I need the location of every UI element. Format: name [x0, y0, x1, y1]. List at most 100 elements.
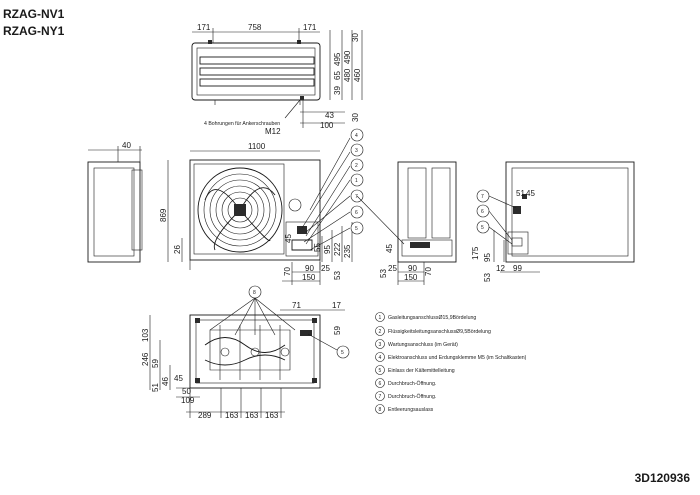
- top-right-dim-39: 39: [333, 86, 342, 95]
- legend-text-1: GasleitungsanschlussØ15,9Bördelung: [388, 315, 476, 321]
- back-dim-12: 12: [496, 264, 505, 273]
- bottom-dim-59: 59: [333, 326, 342, 335]
- hole-note: 4 Bohrungen für Ankerschrauben: [204, 121, 280, 127]
- top-right-dim-460: 460: [353, 68, 362, 82]
- below-dim-100: 100: [320, 121, 334, 130]
- legend-text-2: FlüssigkeitsleitungsanschlussØ9,5Bördelu…: [388, 329, 491, 335]
- back-dim-95: 95: [483, 253, 492, 262]
- legend-num-7: 7: [379, 394, 382, 400]
- legend-item-1: 1 GasleitungsanschlussØ15,9Bördelung: [375, 312, 476, 322]
- bottom-dim-59b: 59: [151, 359, 160, 368]
- right-dim-70: 70: [424, 267, 433, 276]
- model-name-2: RZAG-NY1: [3, 24, 65, 38]
- front-callout-4: 4: [355, 133, 358, 139]
- legend-text-8: Entleerungsauslass: [388, 407, 434, 413]
- front-bottom-53: 53: [333, 271, 342, 280]
- legend-text-5: Einlass der Kältemittelleitung: [388, 368, 455, 374]
- right-dim-90: 90: [408, 264, 417, 273]
- legend-item-2: 2 FlüssigkeitsleitungsanschlussØ9,5Börde…: [375, 326, 491, 336]
- fan-grille: [197, 167, 283, 253]
- back-dim-175: 175: [471, 246, 480, 260]
- legend-text-4: Elektroanschluss und Erdungsklemme M5 (i…: [388, 355, 527, 361]
- legend-num-2: 2: [379, 329, 382, 335]
- legend-num-1: 1: [379, 315, 382, 321]
- right-dim-25: 25: [388, 264, 397, 273]
- bottom-callout-8: 8: [253, 290, 256, 296]
- bottom-dim-17: 17: [332, 301, 341, 310]
- legend-item-7: 7 Durchbruch-Öffnung.: [375, 391, 436, 401]
- top-dim-2: 758: [248, 23, 262, 32]
- front-view: 1100 869 26 45 55 95 222 235 70 90 150 2…: [159, 128, 364, 285]
- legend-num-8: 8: [379, 407, 382, 413]
- front-dim-235: 235: [343, 244, 352, 258]
- right-dim-45: 45: [385, 244, 394, 253]
- legend-item-3: 3 Wartungsanschluss (im Gerät): [375, 339, 458, 349]
- legend-text-3: Wartungsanschluss (im Gerät): [388, 342, 458, 348]
- front-callout-1: 1: [355, 178, 358, 184]
- bottom-dim-45: 45: [174, 374, 183, 383]
- legend-num-5: 5: [379, 368, 382, 374]
- bottom-dim-163b: 163: [245, 411, 259, 420]
- bottom-dim-71: 71: [292, 301, 301, 310]
- right-dim-150: 150: [404, 273, 418, 282]
- front-dim-95: 95: [323, 245, 332, 254]
- top-right-dim-490: 490: [343, 50, 352, 64]
- front-bottom-150: 150: [302, 273, 316, 282]
- bottom-dim-109: 109: [181, 396, 195, 405]
- back-dim-99: 99: [513, 264, 522, 273]
- top-right-dim-495: 495: [333, 52, 342, 66]
- front-left-26: 26: [173, 245, 182, 254]
- top-view: 171 758 171 30 39 65 495 480 490 460 43 …: [191, 23, 363, 136]
- front-height: 869: [159, 208, 168, 222]
- front-callouts: 4 3 2 1 7 6 5: [301, 128, 364, 251]
- legend-text-7: Durchbruch-Öffnung.: [388, 393, 436, 400]
- document-number: 3D120936: [634, 471, 690, 485]
- bottom-dim-51: 51: [151, 383, 160, 392]
- back-view: 7 6 5 51 45 175 95 53 12 99: [471, 161, 635, 282]
- left-side-view: 40: [87, 141, 143, 263]
- front-bottom-90: 90: [305, 264, 314, 273]
- bottom-view: 8 5 71 17 59 103 246 59 51 46 45 50 109 …: [141, 285, 350, 420]
- legend-item-5: 5 Einlass der Kältemittelleitung: [375, 365, 455, 375]
- front-dim-222: 222: [333, 242, 342, 256]
- right-dim-53: 53: [379, 269, 388, 278]
- bottom-dim-46: 46: [161, 377, 170, 386]
- front-callout-5: 5: [355, 226, 358, 232]
- bottom-dim-246: 246: [141, 352, 150, 366]
- legend-num-4: 4: [379, 355, 382, 361]
- bottom-dim-163c: 163: [265, 411, 279, 420]
- legend-num-3: 3: [379, 342, 382, 348]
- top-dim-3: 171: [303, 23, 317, 32]
- legend: 1 GasleitungsanschlussØ15,9Bördelung 2 F…: [375, 312, 527, 414]
- legend-item-6: 6 Durchbruch-Öffnung.: [375, 378, 436, 388]
- legend-item-4: 4 Elektroanschluss und Erdungsklemme M5 …: [375, 352, 527, 362]
- front-callout-3: 3: [355, 148, 358, 154]
- bottom-dim-163a: 163: [225, 411, 239, 420]
- bottom-callout-5: 5: [341, 350, 344, 356]
- front-bottom-70: 70: [283, 267, 292, 276]
- back-dim-53: 53: [483, 273, 492, 282]
- left-dim-40: 40: [122, 141, 131, 150]
- model-name-1: RZAG-NV1: [3, 7, 65, 21]
- front-callout-2: 2: [355, 163, 358, 169]
- right-side-view: 53 25 90 150 45 70: [356, 161, 457, 285]
- bottom-dim-289: 289: [198, 411, 212, 420]
- back-callout-6: 6: [481, 209, 484, 215]
- back-dim-51: 51: [516, 189, 525, 198]
- front-callout-6: 6: [355, 210, 358, 216]
- below-dim-30: 30: [351, 113, 360, 122]
- front-bottom-25: 25: [321, 264, 330, 273]
- top-right-dim-480: 480: [343, 68, 352, 82]
- bolt-size: M12: [265, 127, 281, 136]
- bottom-dim-103: 103: [141, 328, 150, 342]
- back-dim-45: 45: [526, 189, 535, 198]
- legend-num-6: 6: [379, 381, 382, 387]
- front-callout-7: 7: [355, 194, 358, 200]
- top-right-dim-65: 65: [333, 71, 342, 80]
- top-right-dim-30a: 30: [351, 33, 360, 42]
- model-names: RZAG-NV1 RZAG-NY1: [3, 6, 64, 40]
- back-callout-7: 7: [481, 194, 484, 200]
- bottom-dim-50: 50: [182, 387, 191, 396]
- legend-text-6: Durchbruch-Öffnung.: [388, 380, 436, 387]
